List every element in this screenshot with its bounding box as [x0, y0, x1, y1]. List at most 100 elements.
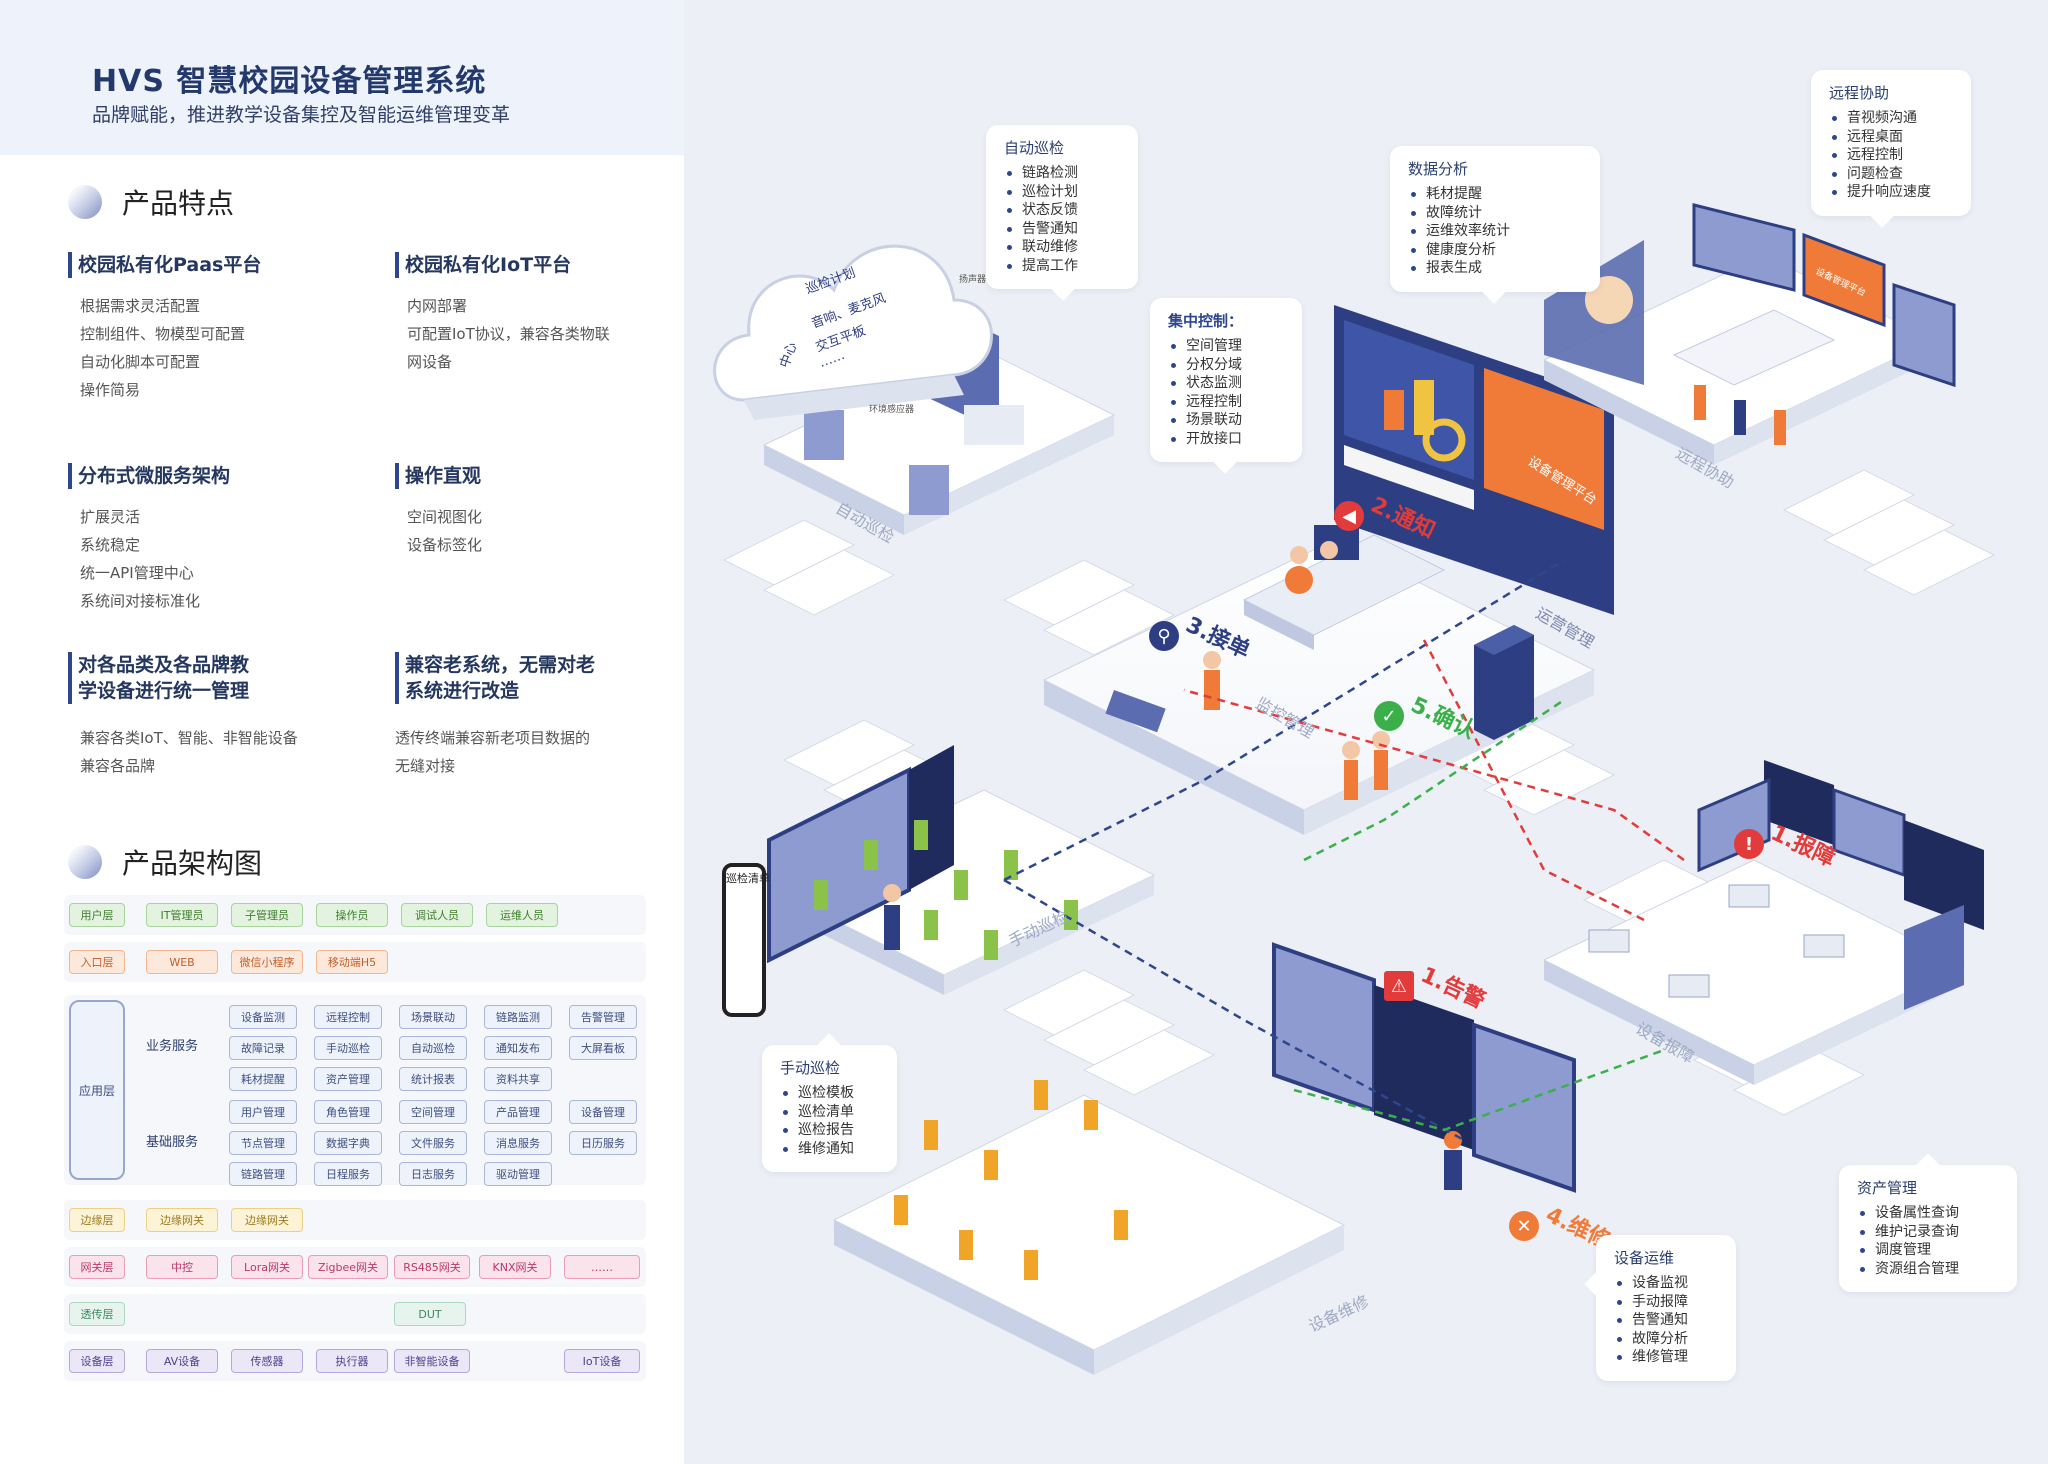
architecture-diagram: 用户层 IT管理员 子管理员 操作员 调试人员 运维人员 入口层 WEB 微信小… [64, 895, 646, 1383]
service-chip: 空间管理 [399, 1100, 467, 1124]
callout-auto-patrol: 自动巡检 链路检测 巡检计划 状态反馈 告警通知 联动维修 提高工作 [986, 125, 1138, 301]
callout-item: 故障分析 [1614, 1330, 1718, 1349]
service-chip: 链路管理 [229, 1162, 297, 1186]
feature-line: 根据需求灵活配置 [80, 297, 201, 315]
feature-line: 操作简易 [80, 381, 141, 399]
callout-remote-assist: 远程协助 音视频沟通 远程桌面 远程控制 问题检查 提升响应速度 [1811, 70, 1971, 228]
search-icon: ⚲ [1149, 621, 1179, 651]
warning-icon: ⚠ [1384, 971, 1414, 1001]
arch-chip: 微信小程序 [231, 950, 303, 974]
callout-item: 开放接口 [1168, 430, 1284, 449]
arch-chip: 调试人员 [401, 903, 473, 927]
service-chip: 手动巡检 [314, 1036, 382, 1060]
callout-title: 远程协助 [1829, 84, 1890, 102]
feature-title: 对各品类及各品牌教学设备进行统一管理 [68, 652, 358, 704]
service-chip: 设备监测 [229, 1005, 297, 1029]
callout-data-analysis: 数据分析 耗材提醒 故障统计 运维效率统计 健康度分析 报表生成 [1390, 146, 1600, 304]
service-chip: 资料共享 [484, 1067, 552, 1091]
callout-item: 远程控制 [1829, 146, 1953, 165]
feature-microservice: 分布式微服务架构 扩展灵活 系统稳定 统一API管理中心 系统间对接标准化 [68, 463, 358, 615]
callout-item: 提高工作 [1004, 257, 1120, 276]
feature-intuitive: 操作直观 空间视图化 设备标签化 [395, 463, 684, 559]
callout-item: 健康度分析 [1408, 241, 1582, 260]
service-chip: 自动巡检 [399, 1036, 467, 1060]
feature-line: 可配置IoT协议，兼容各类物联 [407, 325, 610, 343]
arch-chip: 中控 [146, 1255, 218, 1279]
architecture-heading: 产品架构图 [68, 842, 262, 882]
callout-title: 设备运维 [1614, 1249, 1675, 1267]
feature-line: 自动化脚本可配置 [80, 353, 201, 371]
callout-item: 调度管理 [1857, 1241, 1999, 1260]
illustration-panel: 中心 巡检计划 音响、麦克风 交互平板 …… 扬声器 环境感应器 巡检清单 自动… [684, 0, 2048, 1464]
feature-paas: 校园私有化Paas平台 根据需求灵活配置 控制组件、物模型可配置 自动化脚本可配… [68, 252, 358, 404]
arch-chip: KNX网关 [479, 1255, 551, 1279]
megaphone-icon: ◀ [1334, 501, 1364, 531]
callout-item: 维护记录查询 [1857, 1223, 1999, 1242]
arch-chip: 传感器 [231, 1349, 303, 1373]
feature-iot: 校园私有化IoT平台 内网部署 可配置IoT协议，兼容各类物联 网设备 [395, 252, 684, 376]
callout-item: 巡检模板 [780, 1084, 879, 1103]
arch-chip: 移动端H5 [316, 950, 388, 974]
step-repair: ✕ 4.维修 [1509, 1203, 1614, 1254]
arch-layer-label: 应用层 [69, 1000, 125, 1180]
service-chip: 产品管理 [484, 1100, 552, 1124]
page-subtitle: 品牌赋能，推进教学设备集控及智能运维管理变革 [92, 104, 511, 126]
service-chip: 远程控制 [314, 1005, 382, 1029]
service-chip: 故障记录 [229, 1036, 297, 1060]
feature-title: 校园私有化Paas平台 [68, 252, 358, 278]
check-icon: ✓ [1374, 701, 1404, 731]
feature-line: 无缝对接 [395, 757, 456, 775]
feature-title: 兼容老系统，无需对老系统进行改造 [395, 652, 684, 704]
arch-chip: IT管理员 [146, 903, 218, 927]
service-chip: 节点管理 [229, 1131, 297, 1155]
callout-item: 运维效率统计 [1408, 222, 1582, 241]
callout-item: 提升响应速度 [1829, 183, 1953, 202]
arch-chip: RS485网关 [394, 1255, 470, 1279]
feature-line: 控制组件、物模型可配置 [80, 325, 246, 343]
feature-line: 内网部署 [407, 297, 468, 315]
callout-item: 告警通知 [1614, 1311, 1718, 1330]
arch-chip: 子管理员 [231, 903, 303, 927]
arch-chip: Zigbee网关 [308, 1255, 388, 1279]
isometric-campus-illustration [713, 203, 1996, 1375]
speaker-label: 扬声器 [959, 275, 987, 285]
callout-title: 集中控制： [1168, 312, 1244, 330]
platform-remote-assist [1542, 203, 1956, 465]
callout-item: 场景联动 [1168, 411, 1284, 430]
callout-item: 联动维修 [1004, 238, 1120, 257]
step-report: ! 1.报障 [1734, 821, 1839, 872]
step-notify: ◀ 2.通知 [1334, 493, 1439, 544]
arch-chip: 操作员 [316, 903, 388, 927]
arch-row-passthrough [64, 1294, 646, 1334]
callout-manual-patrol: 手动巡检 巡检模板 巡检清单 巡检报告 维修通知 [762, 1033, 897, 1172]
callout-asset-management: 资产管理 设备属性查询 维护记录查询 调度管理 资源组合管理 [1839, 1153, 2017, 1292]
service-chip: 通知发布 [484, 1036, 552, 1060]
feature-line: 统一API管理中心 [80, 564, 194, 582]
step-accept: ⚲ 3.接单 [1149, 613, 1254, 664]
arch-chip: 边缘网关 [146, 1208, 218, 1232]
callout-item: 问题检查 [1829, 165, 1953, 184]
callout-title: 手动巡检 [780, 1059, 841, 1077]
service-chip: 日志服务 [399, 1162, 467, 1186]
callout-item: 巡检报告 [780, 1121, 879, 1140]
service-chip: 文件服务 [399, 1131, 467, 1155]
callout-item: 巡检清单 [780, 1103, 879, 1122]
arch-chip: 执行器 [316, 1349, 388, 1373]
callout-item: 维修通知 [780, 1140, 879, 1159]
step-confirm: ✓ 5.确认 [1374, 693, 1479, 744]
service-chip: 链路监测 [484, 1005, 552, 1029]
callout-item: 耗材提醒 [1408, 185, 1582, 204]
business-services-label: 业务服务 [146, 1039, 199, 1054]
callout-item: 空间管理 [1168, 337, 1284, 356]
page-title: HVS 智慧校园设备管理系统 [92, 64, 487, 99]
feature-line: 兼容各品牌 [80, 757, 156, 775]
env-sensor-label: 环境感应器 [869, 405, 915, 415]
callout-item: 报表生成 [1408, 259, 1582, 278]
cloud-graphic [713, 244, 993, 420]
platform-central-control [1042, 305, 1614, 835]
step-alarm: ⚠ 1.告警 [1384, 963, 1489, 1014]
feature-legacy: 兼容老系统，无需对老系统进行改造 透传终端兼容新老项目数据的 无缝对接 [395, 652, 684, 780]
feature-line: 扩展灵活 [80, 508, 141, 526]
service-chip: 场景联动 [399, 1005, 467, 1029]
callout-item: 资源组合管理 [1857, 1260, 1999, 1279]
